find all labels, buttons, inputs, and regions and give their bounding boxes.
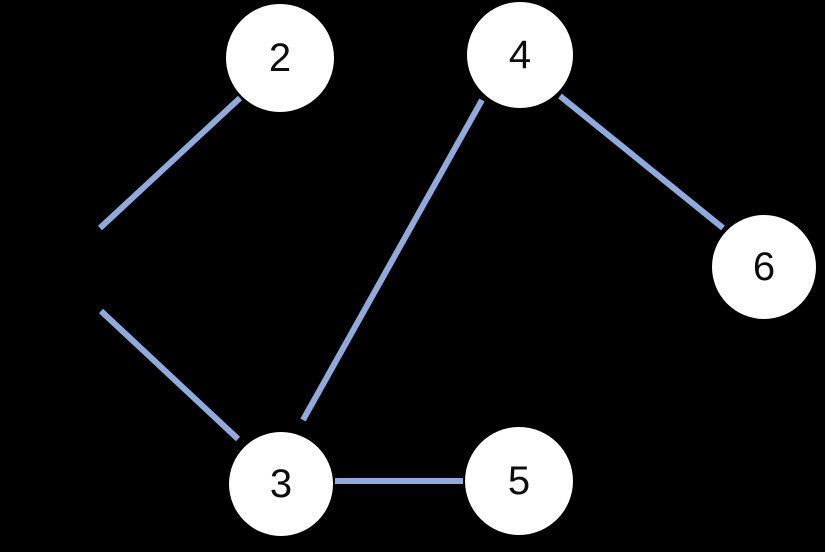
graph-node-label: 5 (507, 459, 531, 503)
graph-node-3[interactable]: 3 (229, 432, 333, 536)
graph-node-label: 2 (268, 36, 292, 80)
graph-edge[interactable] (98, 308, 241, 442)
graph-node-6[interactable]: 6 (712, 215, 816, 319)
graph-node-2[interactable]: 2 (226, 4, 334, 112)
graph-node-label: 3 (269, 462, 293, 506)
graph-node-label: 6 (752, 245, 776, 289)
graph-node-5[interactable]: 5 (465, 427, 573, 535)
graph-node-label: 4 (508, 33, 532, 77)
graph-edge[interactable] (97, 95, 243, 231)
graph-edge[interactable] (300, 98, 485, 422)
graph-edge[interactable] (558, 93, 725, 231)
graph-node-4[interactable]: 4 (467, 2, 573, 108)
graph-node-1[interactable] (35, 230, 115, 310)
